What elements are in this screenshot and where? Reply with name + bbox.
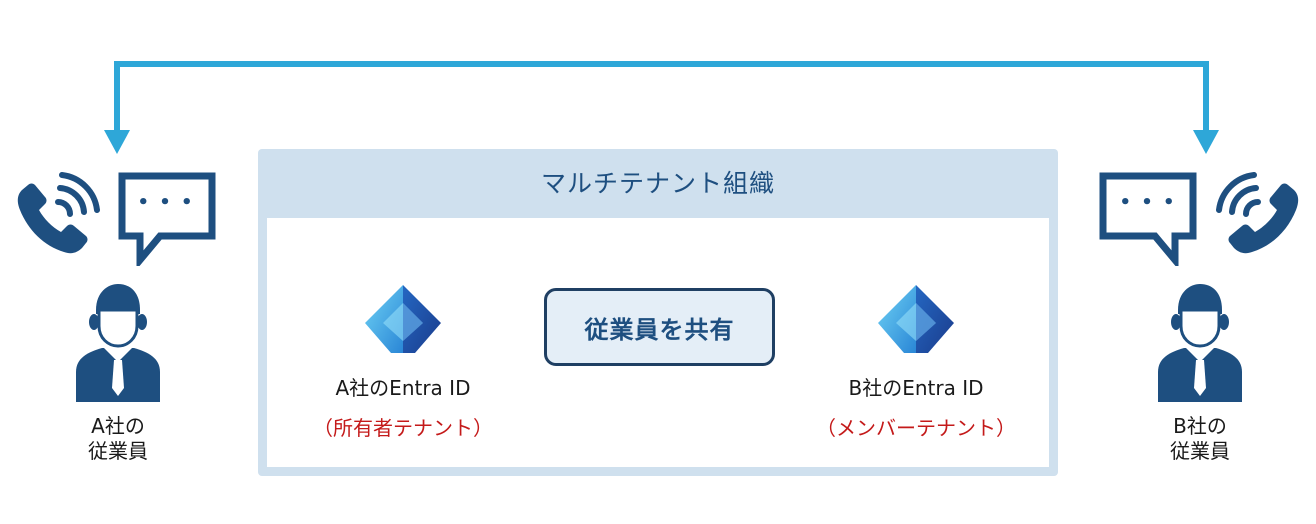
employee-a-line2: 従業員 bbox=[88, 439, 148, 463]
person-icon bbox=[1158, 284, 1242, 402]
employee-a-line1: A社の bbox=[91, 414, 145, 438]
org-title: マルチテナント組織 bbox=[540, 169, 775, 198]
tenant-b-role-label: （メンバーテナント） bbox=[816, 416, 1016, 440]
employee-b-line2: 従業員 bbox=[1170, 439, 1230, 463]
entra-id-icon bbox=[365, 285, 441, 353]
bubble-dots: • • • bbox=[1119, 192, 1177, 213]
share-employees-label: 従業員を共有 bbox=[584, 315, 735, 344]
tenant-a-role-label: （所有者テナント） bbox=[313, 416, 493, 440]
employee-b-line1: B社の bbox=[1173, 414, 1227, 438]
person-icon bbox=[76, 284, 160, 402]
share-employees-box: 従業員を共有 bbox=[544, 288, 775, 366]
speech-bubble-icon bbox=[1099, 172, 1197, 266]
employee-a-label: A社の 従業員 bbox=[58, 414, 178, 464]
tenant-b-entra-label: B社のEntra ID bbox=[848, 376, 984, 400]
speech-bubble-icon bbox=[118, 172, 216, 266]
entra-id-icon bbox=[878, 285, 954, 353]
phone-icon bbox=[17, 172, 100, 254]
bubble-dots: • • • bbox=[137, 192, 195, 213]
employee-b-label: B社の 従業員 bbox=[1140, 414, 1260, 464]
tenant-a-entra-label: A社のEntra ID bbox=[335, 376, 471, 400]
phone-icon bbox=[1216, 172, 1299, 254]
